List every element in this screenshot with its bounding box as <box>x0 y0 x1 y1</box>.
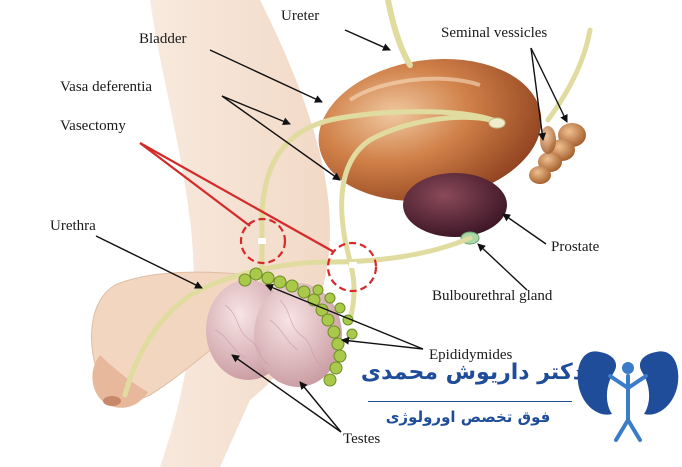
seminal-vesicles <box>529 123 586 184</box>
label-vasectomy: Vasectomy <box>60 118 126 134</box>
vasectomy-marker-left <box>239 217 287 265</box>
ureter <box>385 0 413 68</box>
brand-name: دکتر داریوش محمدی <box>360 360 584 385</box>
label-testes: Testes <box>343 431 381 447</box>
prostate <box>403 173 507 237</box>
urethral-opening <box>103 396 121 406</box>
label-prostate: Prostate <box>551 239 600 255</box>
vasectomy-cut-left <box>258 238 266 244</box>
glans <box>92 355 148 408</box>
vasectomy-pointer-1 <box>139 142 251 227</box>
vasectomy-pointer-2 <box>139 142 335 253</box>
label-urethra: Urethra <box>50 218 96 234</box>
label-epididymides: Epididymides <box>429 347 513 363</box>
epididymides <box>238 267 358 387</box>
brand-subtitle: فوق تخصص اورولوژی <box>385 408 551 426</box>
vasectomy-marker-right <box>326 241 378 293</box>
vasectomy-cut-right <box>349 262 357 268</box>
kidney-figure-logo-icon <box>577 351 679 442</box>
label-ureter: Ureter <box>281 8 320 24</box>
ureter-right <box>545 27 593 123</box>
bladder-highlight <box>348 76 481 102</box>
testis-texture <box>214 299 323 367</box>
label-seminal-vesicles: Seminal vessicles <box>441 25 548 41</box>
label-bulbourethral-gland: Bulbourethral gland <box>432 288 553 304</box>
label-bladder: Bladder <box>139 31 187 47</box>
label-vasa-deferentia: Vasa deferentia <box>60 79 153 95</box>
bladder <box>318 58 542 202</box>
vas-tip <box>488 117 506 129</box>
label-arrows <box>95 29 568 433</box>
brand-divider <box>368 401 572 402</box>
